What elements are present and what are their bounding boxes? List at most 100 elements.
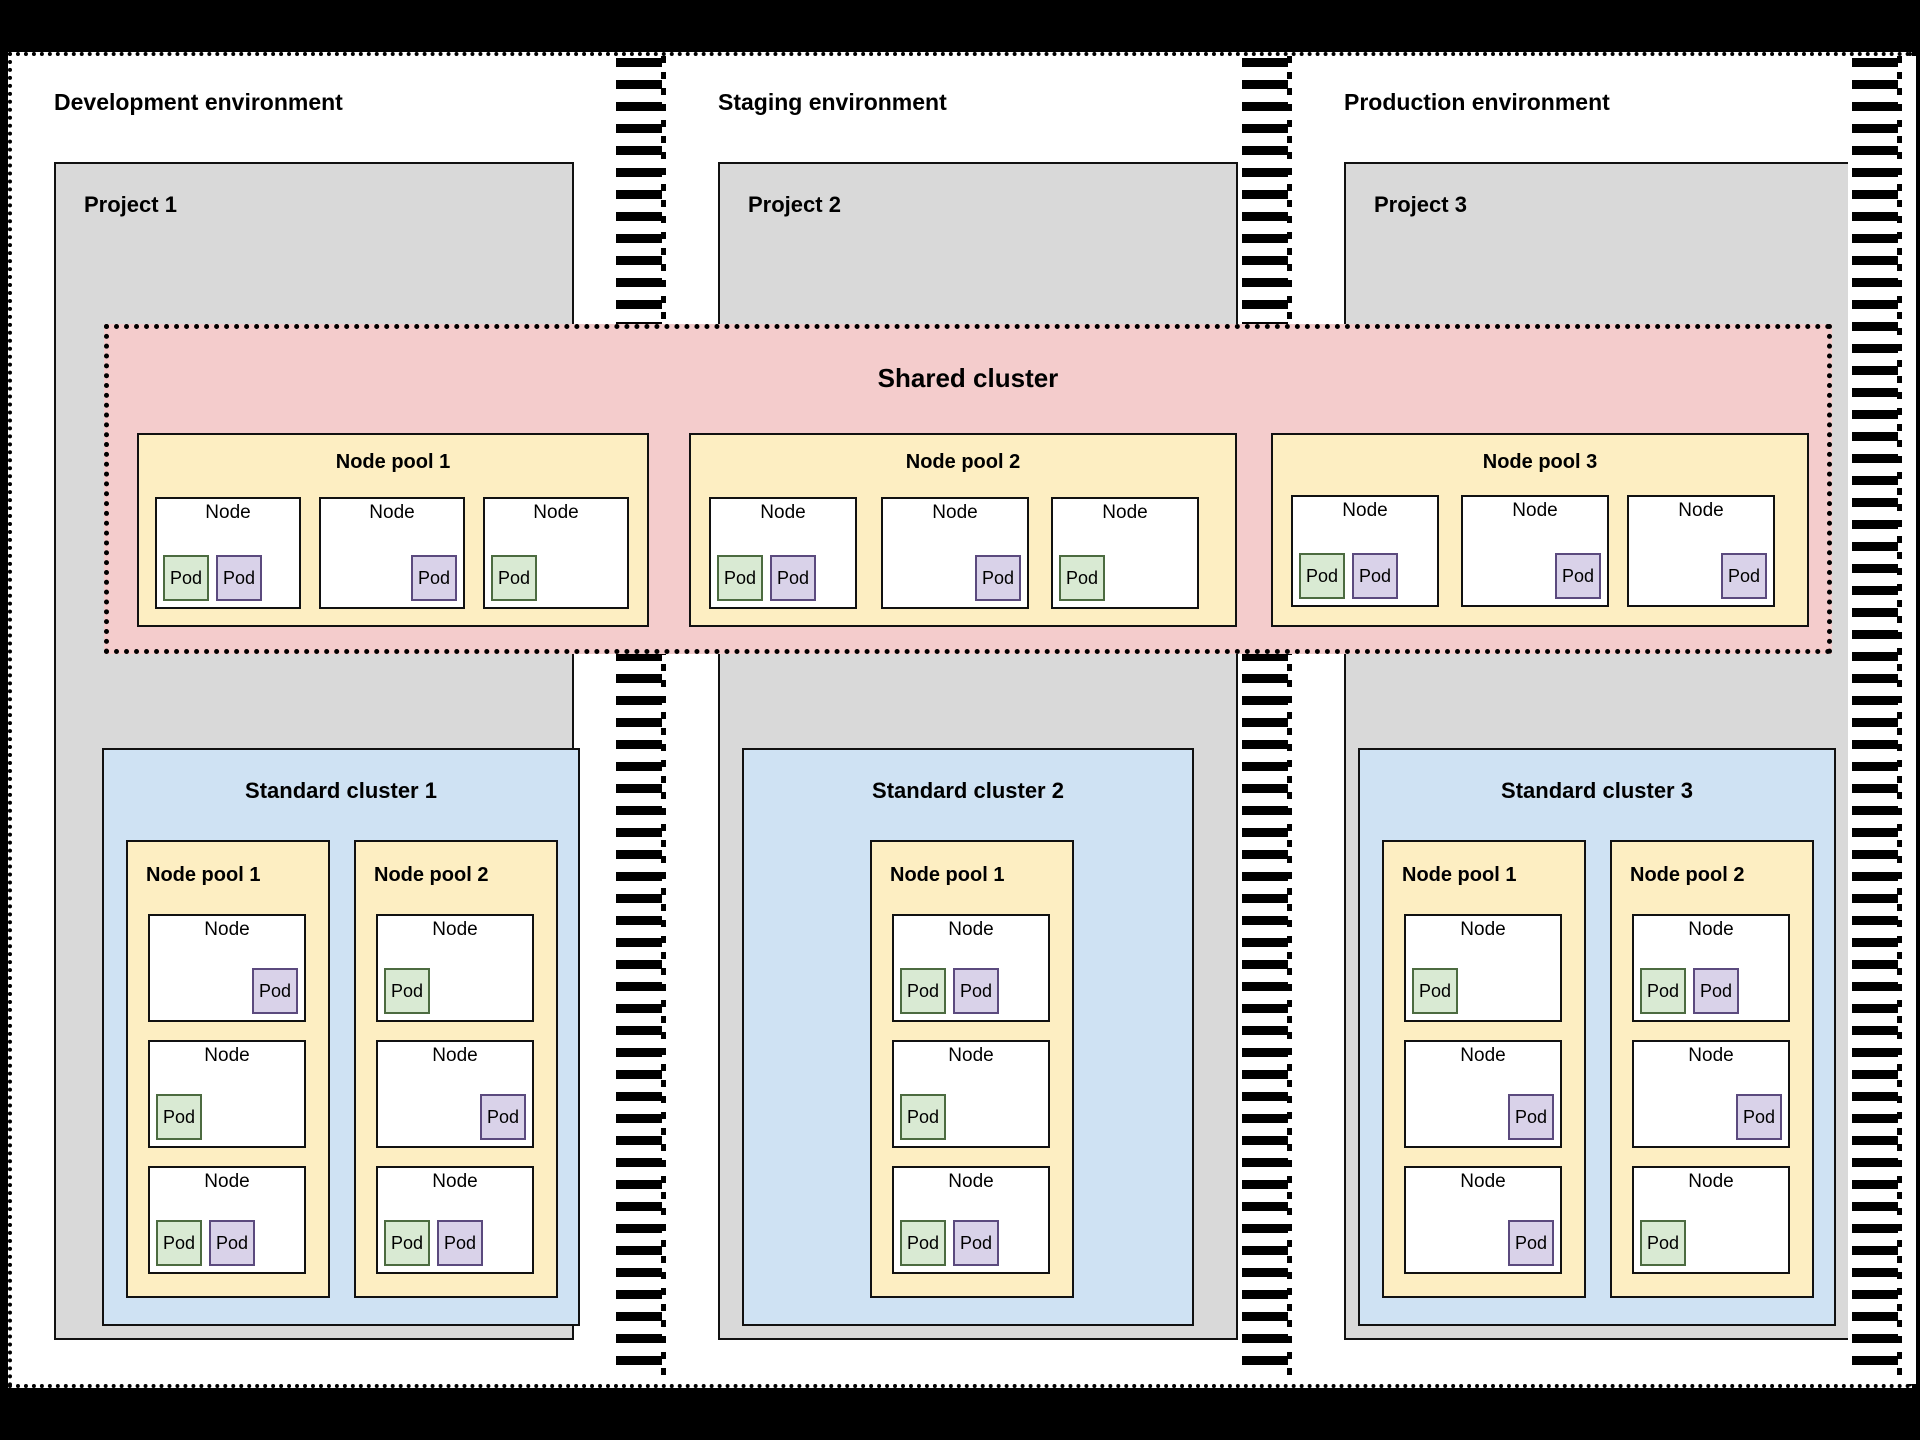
- pod: Pod: [1736, 1094, 1782, 1140]
- separator-rung-icon: [1242, 102, 1288, 111]
- separator-rung-icon: [616, 1048, 662, 1057]
- separator-rung-icon: [616, 718, 662, 727]
- separator-rung-icon: [1242, 1092, 1288, 1101]
- node-label: Node: [1688, 919, 1734, 940]
- separator-rung-icon: [1242, 1114, 1288, 1123]
- pod: Pod: [216, 555, 262, 601]
- separator-rung-icon: [616, 80, 662, 89]
- separator-rung-icon: [1852, 938, 1898, 947]
- separator-rung-icon: [616, 762, 662, 771]
- pod: Pod: [1059, 555, 1105, 601]
- environment-title-staging: Staging environment: [718, 89, 947, 115]
- separator-rung-icon: [616, 916, 662, 925]
- standard-3-node-pool-2: Node pool 2 Node Pod Pod Node Pod Node: [1610, 840, 1814, 1298]
- pod: Pod: [1508, 1220, 1554, 1266]
- separator-rung-icon: [616, 696, 662, 705]
- shared-cluster: Shared cluster Node pool 1 Node Pod Pod …: [104, 324, 1832, 654]
- pod-group: Pod Pod: [1640, 968, 1782, 1014]
- separator-rung-icon: [1852, 828, 1898, 837]
- node-box: Node Pod: [1461, 495, 1609, 607]
- pod-group: Pod Pod: [1299, 553, 1431, 599]
- node-label: Node: [1460, 1171, 1506, 1192]
- pod-group: Pod: [1469, 553, 1601, 599]
- shared-node-pool-3: Node pool 3 Node Pod Pod Node Pod Node: [1271, 433, 1809, 627]
- separator-rung-icon: [1852, 80, 1898, 89]
- separator-rung-icon: [1852, 1070, 1898, 1079]
- separator-rung-icon: [1852, 718, 1898, 727]
- separator-rung-icon: [1242, 1202, 1288, 1211]
- shared-node-pool-2: Node pool 2 Node Pod Pod Node Pod Node: [689, 433, 1237, 627]
- separator-rung-icon: [1242, 1268, 1288, 1277]
- node-box: Node Pod Pod: [892, 1166, 1050, 1274]
- node-box: Node Pod Pod: [1291, 495, 1439, 607]
- pod-group: Pod Pod: [156, 1220, 298, 1266]
- separator-rung-icon: [616, 1246, 662, 1255]
- node-label: Node: [1460, 1045, 1506, 1066]
- separator-rung-icon: [1852, 300, 1898, 309]
- pod-group: Pod: [384, 1094, 526, 1140]
- separator-rung-icon: [1242, 696, 1288, 705]
- node-label: Node: [1460, 919, 1506, 940]
- separator-rung-icon: [616, 256, 662, 265]
- separator-rung-icon: [1852, 1356, 1898, 1365]
- node-box: Node Pod: [1404, 1166, 1562, 1274]
- separator-rung-icon: [1852, 124, 1898, 133]
- separator-rung-icon: [1852, 388, 1898, 397]
- separator-rung-icon: [616, 1268, 662, 1277]
- separator-rung-icon: [1242, 278, 1288, 287]
- separator-rung-icon: [616, 124, 662, 133]
- separator-rung-icon: [1852, 366, 1898, 375]
- standard-2-node-pool-1: Node pool 1 Node Pod Pod Node Pod Node: [870, 840, 1074, 1298]
- separator-rung-icon: [1852, 674, 1898, 683]
- separator-rung-icon: [1242, 58, 1288, 67]
- node-label: Node: [932, 502, 978, 523]
- pod-group: Pod: [327, 555, 457, 601]
- separator-rung-icon: [1852, 564, 1898, 573]
- standard-cluster-1-title: Standard cluster 1: [245, 778, 437, 803]
- separator-rung-icon: [616, 850, 662, 859]
- pod: Pod: [209, 1220, 255, 1266]
- separator-rung-icon: [616, 784, 662, 793]
- separator-rung-icon: [1852, 102, 1898, 111]
- separator-rung-icon: [616, 146, 662, 155]
- node-box: Node Pod Pod: [1632, 914, 1790, 1022]
- separator-rung-icon: [1852, 1312, 1898, 1321]
- node-box: Node Pod: [376, 1040, 534, 1148]
- node-box: Node Pod: [376, 914, 534, 1022]
- node-label: Node: [432, 1045, 478, 1066]
- separator-rung-icon: [616, 1136, 662, 1145]
- pod: Pod: [1693, 968, 1739, 1014]
- separator-rung-icon: [1242, 124, 1288, 133]
- shared-node-pool-1: Node pool 1 Node Pod Pod Node Pod Node: [137, 433, 649, 627]
- separator-rung-icon: [616, 872, 662, 881]
- separator-rung-icon: [616, 740, 662, 749]
- node-box: Node Pod: [1404, 914, 1562, 1022]
- environment-title-production: Production environment: [1344, 89, 1610, 115]
- separator-rung-icon: [616, 300, 662, 309]
- separator-rung-icon: [1242, 1004, 1288, 1013]
- pod-group: Pod: [1059, 555, 1191, 601]
- pod: Pod: [491, 555, 537, 601]
- node-box: Node Pod: [881, 497, 1029, 609]
- separator-rung-icon: [1242, 916, 1288, 925]
- node-label: Node: [533, 502, 579, 523]
- separator-rung-icon: [1852, 520, 1898, 529]
- node-box: Node Pod: [1632, 1166, 1790, 1274]
- separator-spine-icon: [661, 56, 666, 1384]
- separator-rung-icon: [1852, 432, 1898, 441]
- separator-rung-icon: [616, 190, 662, 199]
- separator-rung-icon: [1852, 1114, 1898, 1123]
- separator-rung-icon: [1852, 1136, 1898, 1145]
- separator-rung-icon: [1852, 168, 1898, 177]
- separator-rung-icon: [616, 1312, 662, 1321]
- pod: Pod: [770, 555, 816, 601]
- shared-cluster-title: Shared cluster: [877, 363, 1059, 393]
- pod: Pod: [437, 1220, 483, 1266]
- pod: Pod: [252, 968, 298, 1014]
- pod: Pod: [975, 555, 1021, 601]
- node-box: Node Pod: [148, 914, 306, 1022]
- project-title-1: Project 1: [84, 192, 177, 217]
- separator-rung-icon: [1852, 586, 1898, 595]
- separator-rung-icon: [616, 1026, 662, 1035]
